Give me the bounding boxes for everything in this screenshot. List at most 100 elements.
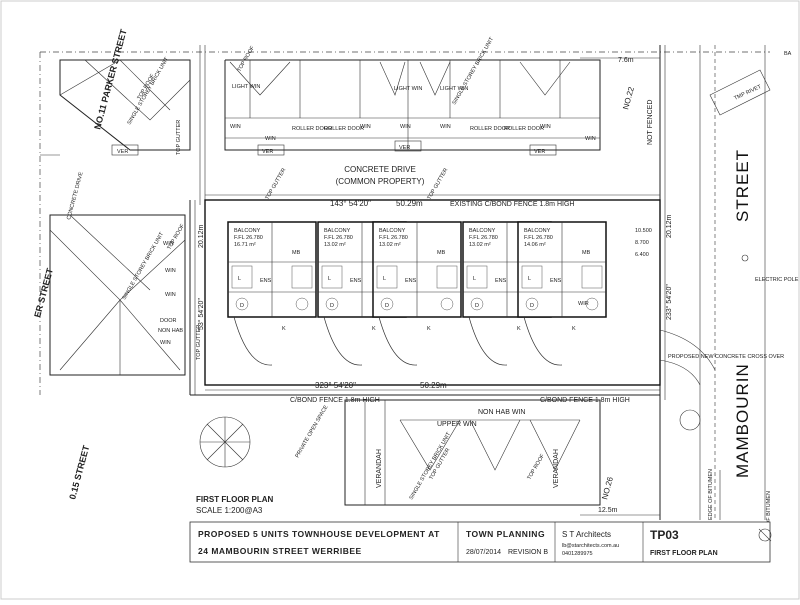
table-outline (585, 297, 599, 311)
crossover-label: PROPOSED NEW CONCRETE CROSS OVER (668, 354, 784, 360)
annotation-13: WIN (540, 124, 551, 130)
bed-outline (436, 265, 458, 289)
room-k: K (427, 326, 431, 332)
room-l: L (383, 276, 386, 282)
annotation-34: TOP GUTTER (196, 325, 202, 360)
annotation-16: VER (399, 145, 410, 151)
room-d: D (475, 303, 479, 309)
bed-outline (376, 265, 398, 289)
annotation-5: ROLLER DOOR (324, 126, 364, 132)
table-outline (325, 297, 339, 311)
plan-title: FIRST FLOOR PLAN (196, 495, 274, 504)
room-k: K (517, 326, 521, 332)
annotation-3: LIGHT WIN (440, 86, 468, 92)
bed-outline (321, 265, 343, 289)
bed-outline (581, 265, 603, 289)
room-l: L (328, 276, 331, 282)
unit-balcony-label: BALCONY (234, 228, 261, 234)
project-line-1: PROPOSED 5 UNITS TOWNHOUSE DEVELOPMENT A… (198, 529, 440, 539)
dim-right-3: 6.400 (635, 252, 649, 258)
annotation-21: WIN (165, 292, 176, 298)
ba-label: BA (784, 51, 792, 57)
dist-left: 20.12m (198, 224, 205, 248)
annotation-24: NON HAB (158, 328, 183, 334)
fence-bottom-left: C/BOND FENCE 1.8m HIGH (290, 397, 380, 404)
unit-balcony-label: BALCONY (324, 228, 351, 234)
dim-right-2: 8.700 (635, 240, 649, 246)
edge-bitumen-label-2: OF BITUMEN (766, 491, 772, 525)
sheet-number: TP03 (650, 528, 679, 542)
table-outline (525, 297, 539, 311)
room-ens: ENS (550, 278, 562, 284)
annotation-18: VER (117, 149, 128, 155)
room-l: L (528, 276, 531, 282)
annotation-2: LIGHT WIN (394, 86, 422, 92)
annotation-10: WIN (360, 124, 371, 130)
room-d: D (330, 303, 334, 309)
plan-title-block: FIRST FLOOR PLAN SCALE 1:200@A3 (196, 495, 274, 515)
revision-label: REVISION B (508, 549, 548, 556)
boundary-labels: 143° 54'20" 50.29m EXISTING C/BOND FENCE… (197, 57, 673, 516)
neighbour-bottom (190, 394, 661, 520)
bed-outline (466, 265, 488, 289)
ground-floor-arc (378, 316, 418, 366)
unit-balcony-size: 14.06 m² (524, 242, 546, 248)
annotation-33: TOP GUTTER (176, 120, 182, 155)
dist-top: 50.29m (396, 199, 423, 208)
room-mb: MB (437, 250, 446, 256)
room-ens: ENS (350, 278, 362, 284)
annotation-9: WIN (265, 136, 276, 142)
street-label-top: STREET (733, 149, 752, 222)
common-property-label: (COMMON PROPERTY) (336, 177, 425, 186)
bed-outline (291, 265, 313, 289)
ground-floor-arc (468, 316, 508, 366)
room-l: L (238, 276, 241, 282)
room-mb: MB (292, 250, 301, 256)
neighbour-top (40, 45, 770, 400)
room-ens: ENS (495, 278, 507, 284)
unit-floor-level: F.FL 26.780 (469, 235, 498, 241)
ground-floor-arc (323, 316, 363, 366)
dim-right-1: 10.500 (635, 228, 652, 234)
bearing-right: 233° 54'20" (665, 284, 673, 320)
existing-fence-label: EXISTING C/BOND FENCE 1.8m HIGH (450, 201, 574, 208)
table-outline (295, 297, 309, 311)
sheet-title: FIRST FLOOR PLAN (650, 550, 718, 557)
neighbour-left (49, 200, 196, 395)
ground-floor-arc (523, 316, 563, 366)
site-boundary (204, 194, 661, 391)
table-outline (235, 297, 249, 311)
annotation-6: ROLLER DOOR (470, 126, 510, 132)
annotation-17: VER (534, 149, 545, 155)
annotation-7: ROLLER DOOR (504, 126, 544, 132)
bearing-bottom: 323° 54'20" (315, 381, 356, 390)
bed-outline (521, 265, 543, 289)
annotation-8: WIN (230, 124, 241, 130)
firm-phone: 0401289975 (562, 551, 593, 557)
annotation-4: ROLLER DOOR (292, 126, 332, 132)
annotation-23: DOOR (160, 318, 177, 324)
neighbour-top-left (39, 52, 191, 395)
room-l: L (473, 276, 476, 282)
dist-bottom: 50.29m (420, 381, 447, 390)
unit-floor-level: F.FL 26.780 (524, 235, 553, 241)
bed-outline (231, 265, 253, 289)
bearing-left: 53° 54'20" (197, 298, 205, 330)
bearing-top: 143° 54'20" (330, 199, 371, 208)
non-hab-win-label: NON HAB WIN (478, 409, 525, 416)
unit-balcony-size: 16.71 m² (234, 242, 256, 248)
stage-label: TOWN PLANNING (466, 529, 545, 539)
table-outline (470, 297, 484, 311)
room-mb: MB (582, 250, 591, 256)
annotation-14: WIN (585, 136, 596, 142)
dim-top-right: 7.6m (618, 57, 634, 64)
unit-balcony-size: 13.02 m² (324, 242, 346, 248)
unit-floor-level: F.FL 26.780 (379, 235, 408, 241)
edge-bitumen-label: EDGE OF BITUMEN (708, 469, 714, 520)
room-ens: ENS (405, 278, 417, 284)
annotation-11: WIN (400, 124, 411, 130)
annotation-19: WIN (163, 241, 174, 247)
room-d: D (240, 303, 244, 309)
unit-floor-level: F.FL 26.780 (234, 235, 263, 241)
